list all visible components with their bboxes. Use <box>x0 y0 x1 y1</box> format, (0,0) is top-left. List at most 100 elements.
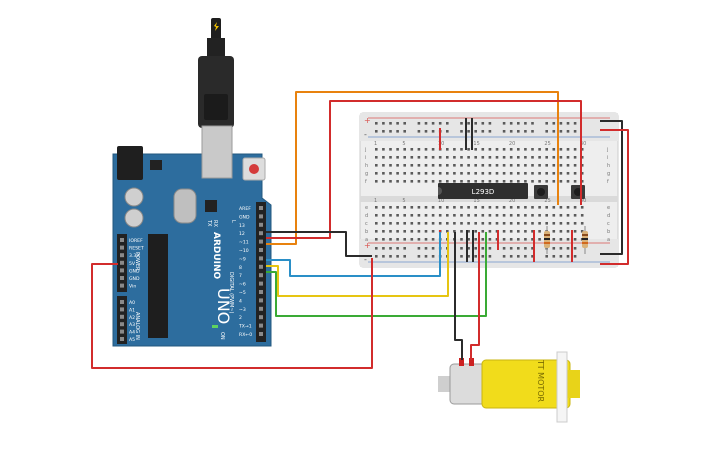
breadboard-hole[interactable] <box>517 156 520 159</box>
breadboard-hole[interactable] <box>467 148 470 151</box>
header-pin[interactable] <box>259 332 263 336</box>
breadboard-hole[interactable] <box>424 230 428 233</box>
breadboard-hole[interactable] <box>559 255 563 258</box>
breadboard-hole[interactable] <box>524 238 527 241</box>
breadboard-hole[interactable] <box>417 206 421 209</box>
breadboard-hole[interactable] <box>502 122 506 125</box>
breadboard-hole[interactable] <box>538 164 541 167</box>
breadboard-hole[interactable] <box>509 180 513 183</box>
breadboard-hole[interactable] <box>382 255 385 258</box>
breadboard-hole[interactable] <box>389 206 392 209</box>
breadboard-hole[interactable] <box>431 122 435 125</box>
breadboard-hole[interactable] <box>424 238 428 241</box>
breadboard-hole[interactable] <box>531 247 534 250</box>
breadboard-hole[interactable] <box>488 247 492 250</box>
breadboard-hole[interactable] <box>580 214 584 217</box>
breadboard-hole[interactable] <box>474 164 477 167</box>
breadboard-hole[interactable] <box>382 122 385 125</box>
breadboard-hole[interactable] <box>375 130 378 133</box>
breadboard-hole[interactable] <box>502 172 506 175</box>
breadboard-hole[interactable] <box>424 180 428 183</box>
wire-red-5v[interactable] <box>91 258 373 369</box>
breadboard-hole[interactable] <box>580 164 584 167</box>
breadboard-hole[interactable] <box>446 214 449 217</box>
breadboard-hole[interactable] <box>474 156 477 159</box>
breadboard-hole[interactable] <box>545 164 548 167</box>
breadboard-hole[interactable] <box>566 214 570 217</box>
breadboard-hole[interactable] <box>453 164 456 167</box>
breadboard-hole[interactable] <box>545 130 548 133</box>
breadboard-hole[interactable] <box>389 214 392 217</box>
breadboard-hole[interactable] <box>431 148 435 151</box>
breadboard-hole[interactable] <box>580 230 584 233</box>
breadboard-hole[interactable] <box>573 206 577 209</box>
breadboard-hole[interactable] <box>538 238 541 241</box>
breadboard-hole[interactable] <box>517 247 520 250</box>
breadboard-hole[interactable] <box>446 230 449 233</box>
breadboard-hole[interactable] <box>375 122 378 125</box>
breadboard-hole[interactable] <box>403 122 406 125</box>
breadboard-hole[interactable] <box>559 180 563 183</box>
breadboard-hole[interactable] <box>552 238 556 241</box>
breadboard-hole[interactable] <box>545 148 548 151</box>
breadboard-hole[interactable] <box>524 148 527 151</box>
breadboard-hole[interactable] <box>446 122 449 125</box>
breadboard-hole[interactable] <box>552 255 556 258</box>
breadboard-hole[interactable] <box>446 172 449 175</box>
breadboard-hole[interactable] <box>396 238 399 241</box>
breadboard-hole[interactable] <box>382 148 385 151</box>
breadboard-hole[interactable] <box>396 206 399 209</box>
breadboard-hole[interactable] <box>545 172 548 175</box>
breadboard-hole[interactable] <box>467 172 470 175</box>
arduino-uno[interactable]: ARDUINO UNO DIGITAL (PWM~) ANALOG IN POW… <box>112 18 272 347</box>
breadboard-hole[interactable] <box>453 148 456 151</box>
breadboard-hole[interactable] <box>552 156 556 159</box>
breadboard-hole[interactable] <box>566 230 570 233</box>
breadboard-hole[interactable] <box>389 230 392 233</box>
breadboard-hole[interactable] <box>467 222 470 225</box>
breadboard-hole[interactable] <box>502 247 506 250</box>
breadboard-hole[interactable] <box>559 130 563 133</box>
breadboard-hole[interactable] <box>481 238 485 241</box>
breadboard-hole[interactable] <box>403 164 406 167</box>
breadboard-hole[interactable] <box>573 122 577 125</box>
breadboard-hole[interactable] <box>424 222 428 225</box>
breadboard-hole[interactable] <box>438 180 442 183</box>
breadboard-hole[interactable] <box>509 247 513 250</box>
breadboard-hole[interactable] <box>467 255 470 258</box>
breadboard-hole[interactable] <box>467 247 470 250</box>
breadboard-hole[interactable] <box>382 222 385 225</box>
breadboard-hole[interactable] <box>474 230 477 233</box>
breadboard-hole[interactable] <box>467 206 470 209</box>
breadboard-hole[interactable] <box>545 156 548 159</box>
breadboard-hole[interactable] <box>403 172 406 175</box>
breadboard-hole[interactable] <box>488 148 492 151</box>
header-pin[interactable] <box>259 256 263 261</box>
breadboard-hole[interactable] <box>488 230 492 233</box>
breadboard-hole[interactable] <box>545 255 548 258</box>
wire-red-rail[interactable] <box>600 129 629 265</box>
breadboard-hole[interactable] <box>573 238 577 241</box>
breadboard-hole[interactable] <box>488 222 492 225</box>
breadboard-hole[interactable] <box>474 255 477 258</box>
breadboard-hole[interactable] <box>559 172 563 175</box>
breadboard-hole[interactable] <box>531 164 534 167</box>
breadboard-hole[interactable] <box>495 164 499 167</box>
breadboard-hole[interactable] <box>524 180 527 183</box>
pushbutton-2[interactable] <box>571 185 585 199</box>
breadboard-hole[interactable] <box>559 122 563 125</box>
breadboard-hole[interactable] <box>410 180 414 183</box>
breadboard-hole[interactable] <box>524 206 527 209</box>
breadboard-hole[interactable] <box>460 172 463 175</box>
breadboard-hole[interactable] <box>559 214 563 217</box>
breadboard-hole[interactable] <box>375 180 378 183</box>
breadboard-hole[interactable] <box>552 222 556 225</box>
breadboard-hole[interactable] <box>375 247 378 250</box>
breadboard-hole[interactable] <box>467 130 470 133</box>
breadboard-hole[interactable] <box>509 172 513 175</box>
breadboard-hole[interactable] <box>573 156 577 159</box>
breadboard-hole[interactable] <box>438 214 442 217</box>
wire-red-top[interactable] <box>266 100 582 239</box>
breadboard-hole[interactable] <box>538 206 541 209</box>
breadboard-hole[interactable] <box>396 255 399 258</box>
